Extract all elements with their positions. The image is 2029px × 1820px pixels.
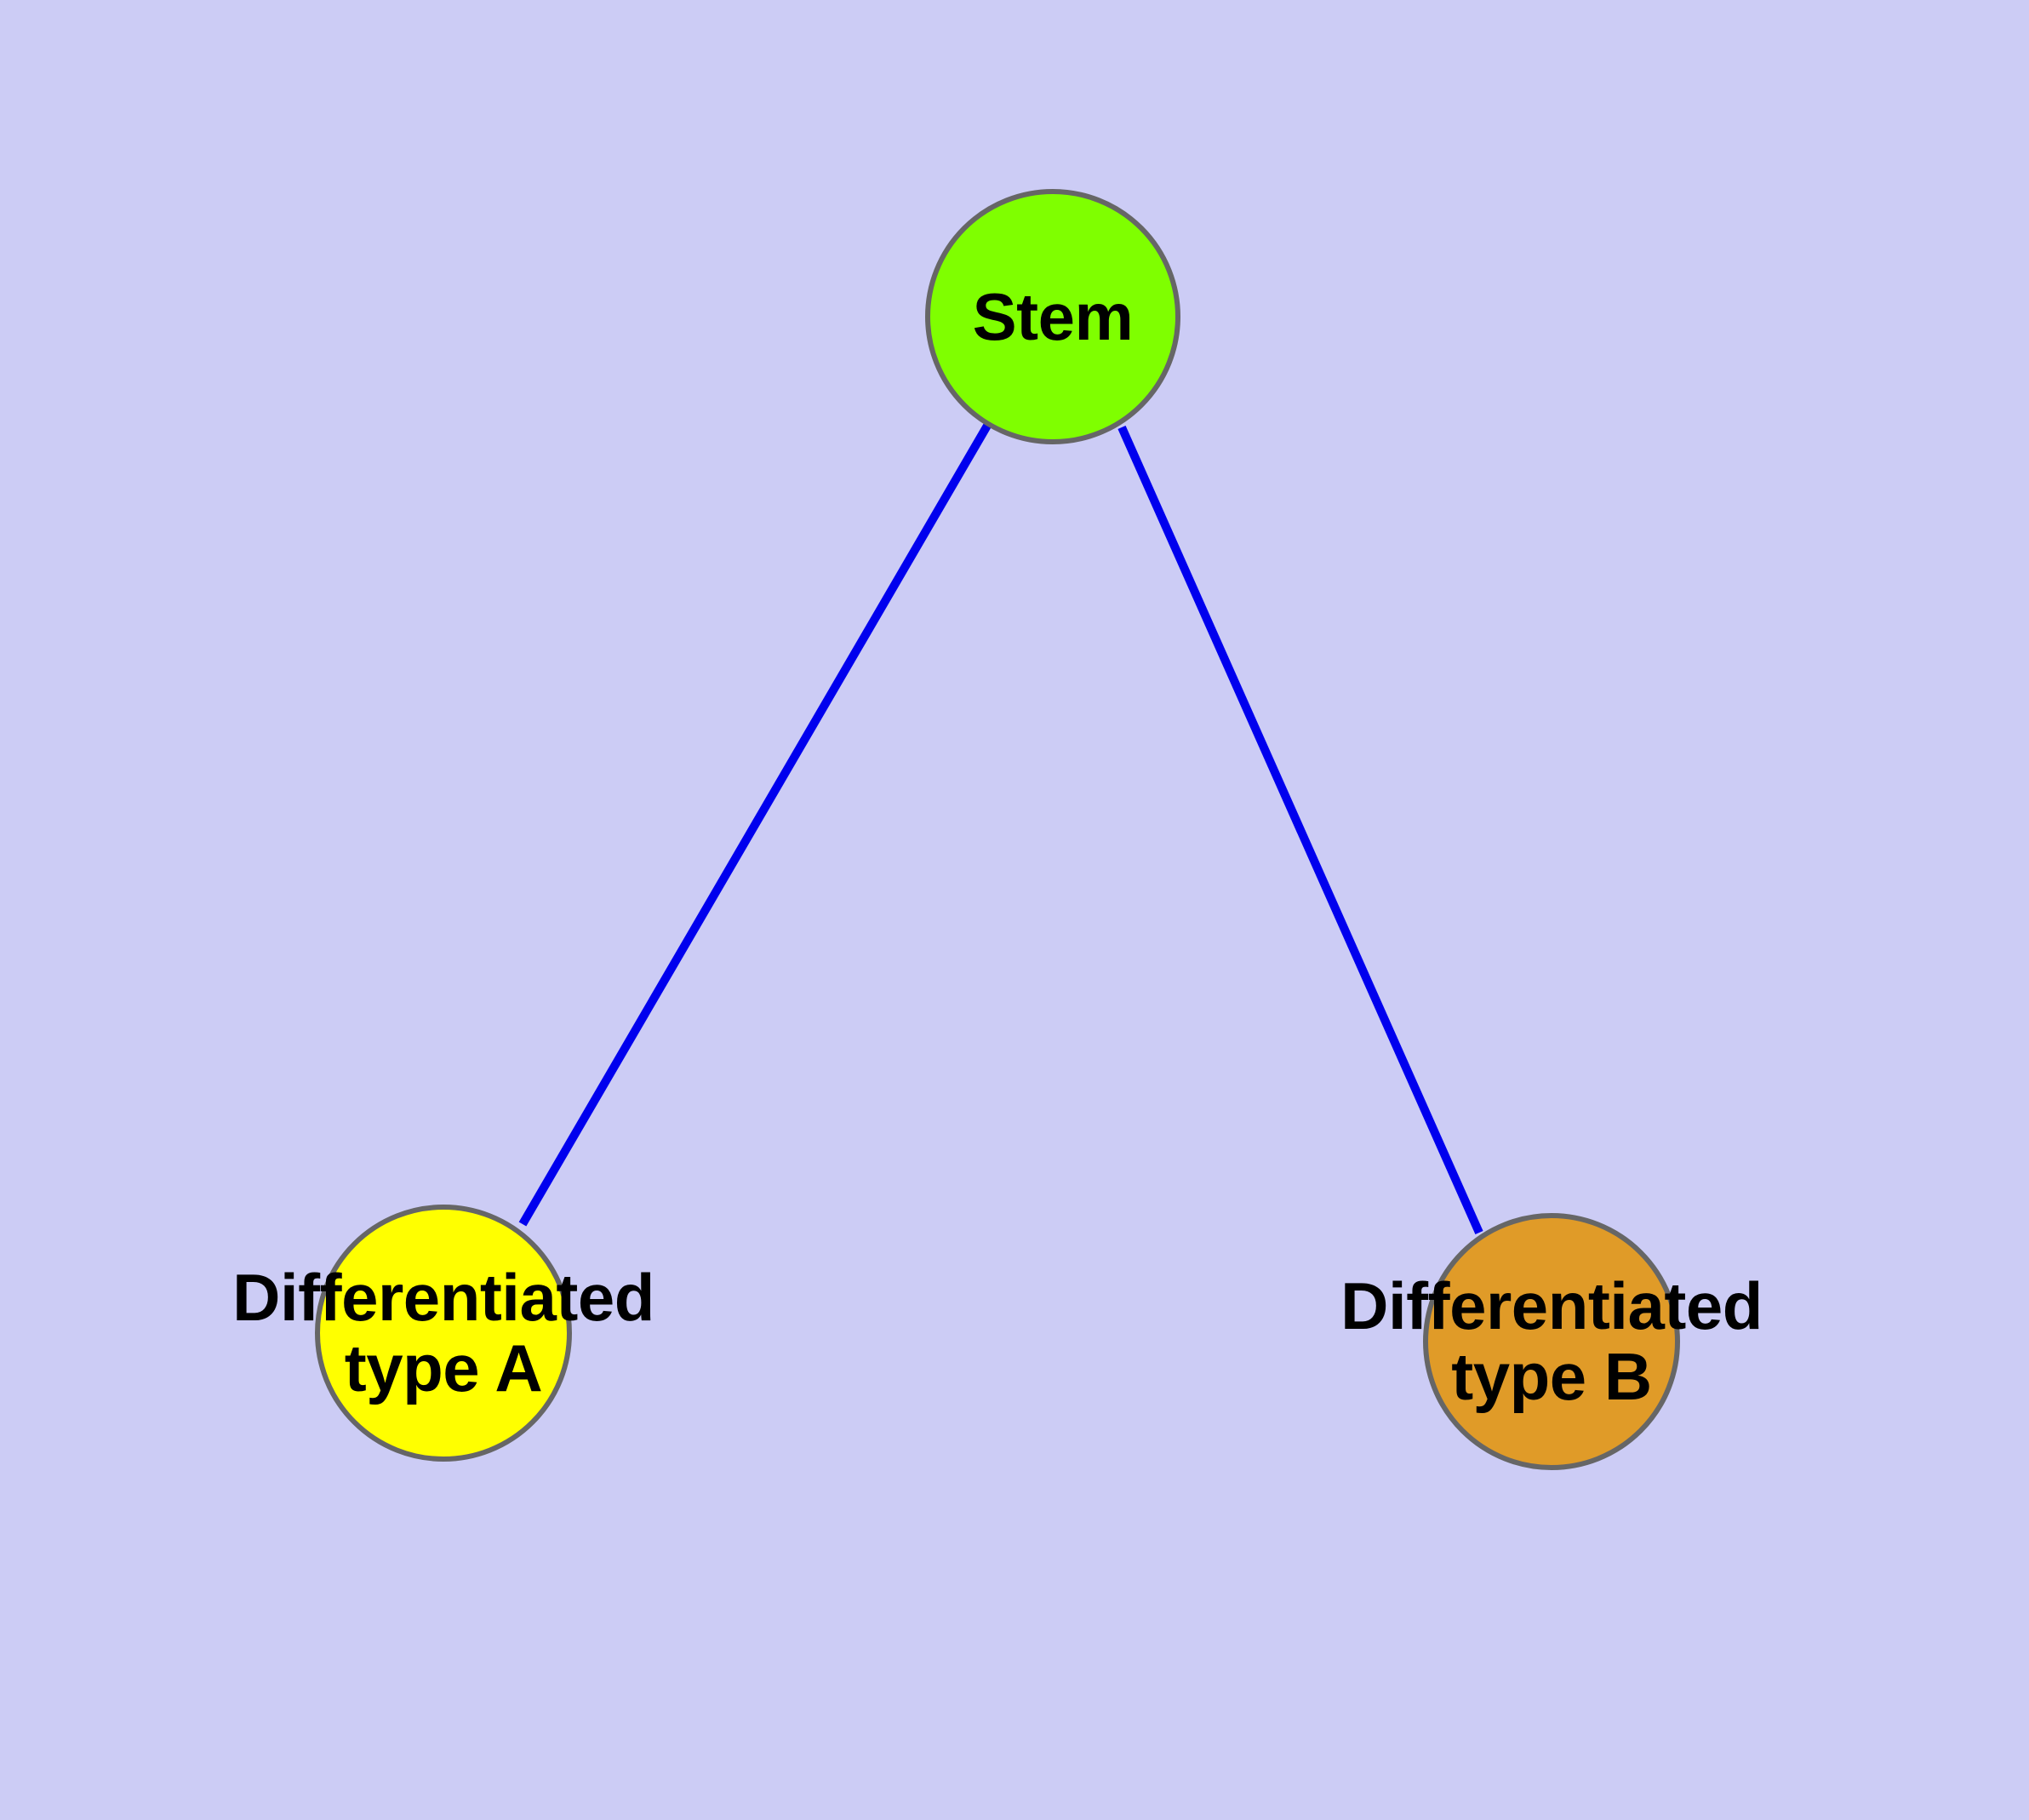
node-differentiated-type-a[interactable]	[315, 1205, 572, 1462]
edge-stem-to-differentiated-a	[518, 423, 992, 1227]
node-stem[interactable]	[925, 189, 1180, 444]
node-differentiated-type-b[interactable]	[1423, 1213, 1680, 1470]
edge-stem-to-differentiated-b	[1117, 425, 1483, 1235]
node-label-stem: Stem	[972, 278, 1134, 354]
node-label-differentiated-type-a: Differentiated type A	[232, 1260, 654, 1405]
node-label-differentiated-type-b: Differentiated type B	[1340, 1268, 1763, 1414]
